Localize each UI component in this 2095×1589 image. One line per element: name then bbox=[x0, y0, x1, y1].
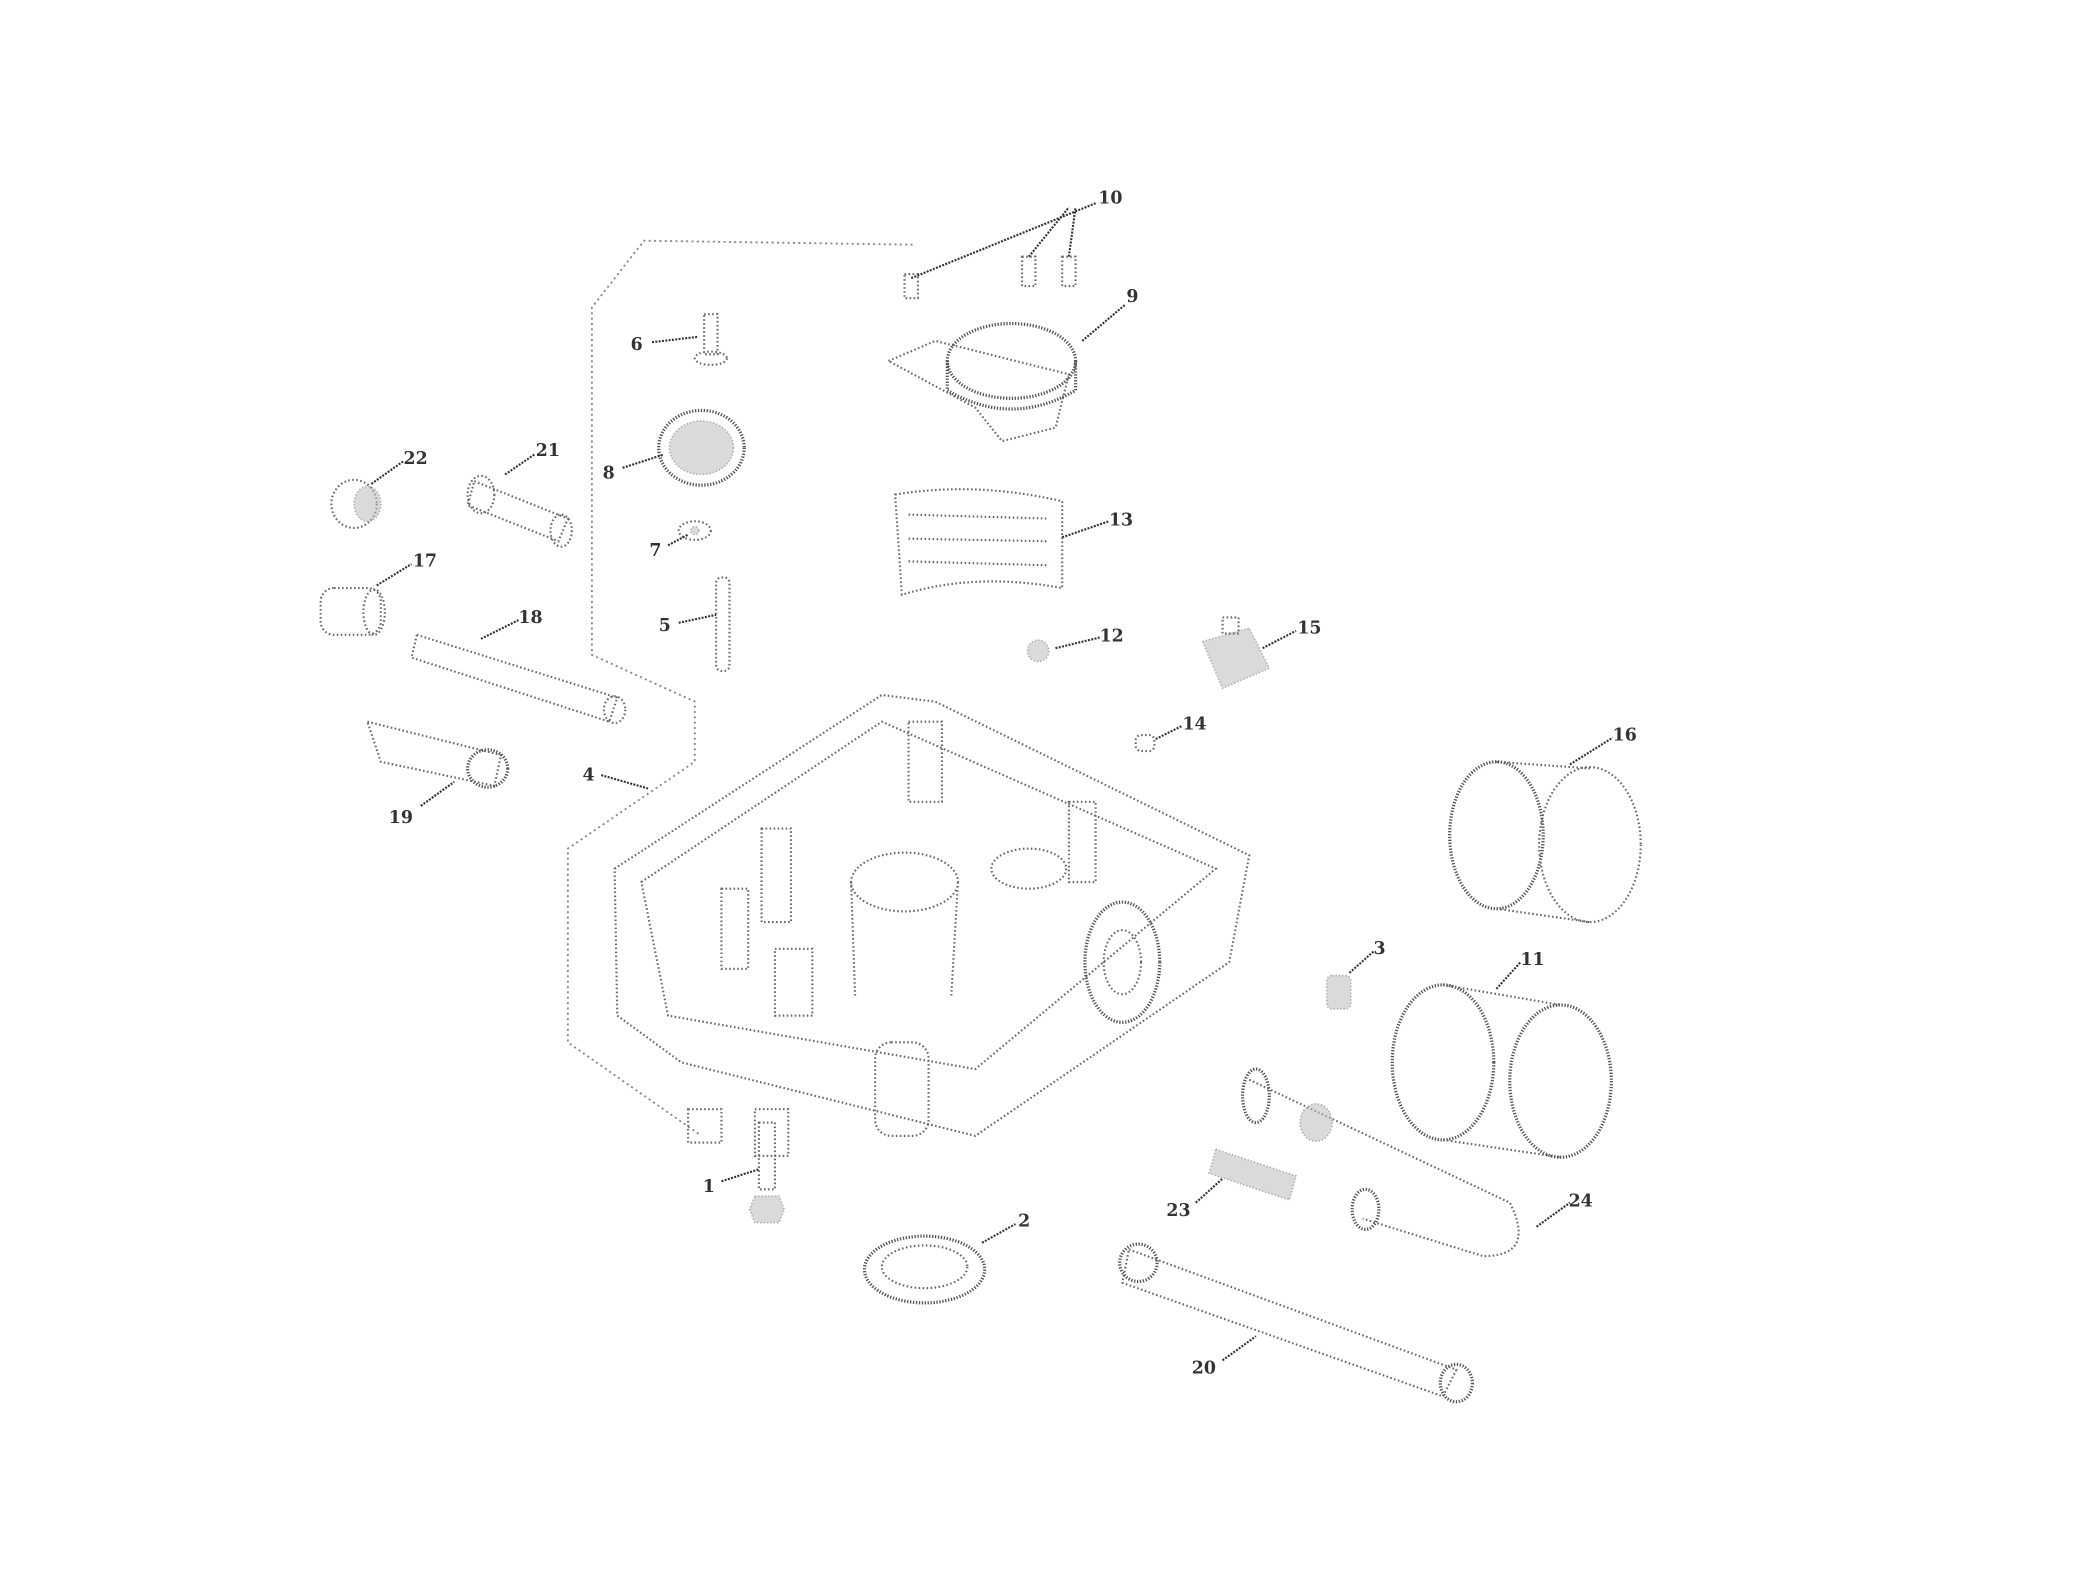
callout-14: 14 bbox=[1182, 715, 1206, 735]
fitting-part-23 bbox=[1208, 1148, 1297, 1202]
washer-part-7 bbox=[677, 520, 712, 542]
callout-7: 7 bbox=[649, 541, 661, 561]
valve-part-19 bbox=[365, 720, 510, 789]
callout-4: 4 bbox=[583, 765, 595, 785]
hose-part-24 bbox=[1240, 1067, 1520, 1258]
callout-23: 23 bbox=[1166, 1201, 1190, 1221]
callout-18: 18 bbox=[518, 608, 542, 628]
callout-16: 16 bbox=[1613, 725, 1637, 745]
callout-20: 20 bbox=[1192, 1359, 1216, 1379]
leader-lines bbox=[370, 202, 1614, 1362]
callout-1: 1 bbox=[703, 1177, 715, 1197]
bolt-part-1 bbox=[748, 1121, 786, 1224]
callout-6: 6 bbox=[631, 335, 643, 355]
callout-3: 3 bbox=[1374, 939, 1386, 959]
callout-21: 21 bbox=[536, 441, 560, 461]
callout-24: 24 bbox=[1569, 1192, 1593, 1212]
callout-labels: 10 9 6 8 22 21 17 7 13 5 18 12 15 14 16 … bbox=[389, 188, 1637, 1378]
tube-part-18 bbox=[410, 633, 627, 725]
callout-22: 22 bbox=[404, 449, 428, 469]
gear-part-8 bbox=[657, 408, 746, 487]
bushing-part-17 bbox=[319, 587, 386, 636]
callout-8: 8 bbox=[603, 464, 615, 484]
callout-17: 17 bbox=[413, 552, 437, 572]
callout-5: 5 bbox=[659, 616, 671, 636]
shaft-part-5 bbox=[715, 576, 731, 672]
pin-part-6 bbox=[693, 313, 728, 367]
callout-10: 10 bbox=[1098, 188, 1122, 208]
oil-seal-part-2 bbox=[862, 1234, 987, 1305]
callout-11: 11 bbox=[1520, 950, 1544, 970]
callout-9: 9 bbox=[1126, 287, 1138, 307]
plug-part-14 bbox=[1134, 733, 1156, 753]
bushing-part-21 bbox=[466, 474, 573, 548]
callout-15: 15 bbox=[1297, 619, 1321, 639]
filter-cover-part-16 bbox=[1448, 760, 1642, 924]
bushing-part-22 bbox=[330, 478, 382, 530]
plug-part-12 bbox=[1026, 639, 1050, 663]
sensor-part-15 bbox=[1201, 616, 1271, 690]
callout-19: 19 bbox=[389, 808, 413, 828]
tube-part-20 bbox=[1118, 1242, 1474, 1404]
fitting-part-3 bbox=[1325, 974, 1352, 1010]
oil-sump-housing bbox=[613, 693, 1251, 1157]
gear-assembly-part-9 bbox=[886, 321, 1078, 443]
callout-2: 2 bbox=[1018, 1212, 1030, 1232]
oil-filter-part-11 bbox=[1390, 983, 1613, 1159]
callout-13: 13 bbox=[1109, 510, 1133, 530]
callout-12: 12 bbox=[1100, 627, 1124, 647]
strainer-part-13 bbox=[894, 488, 1064, 597]
assembly-boundary bbox=[566, 239, 913, 1137]
screws-part-10 bbox=[903, 255, 1077, 300]
